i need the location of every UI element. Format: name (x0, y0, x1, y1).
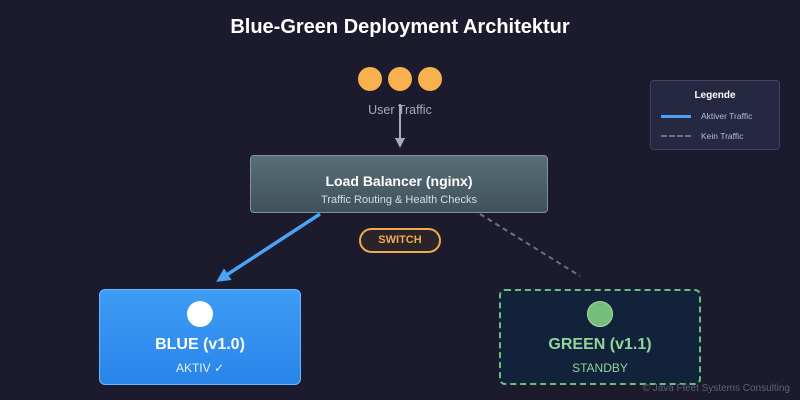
watermark: © Java Fleet Systems Consulting (642, 383, 790, 394)
load-balancer-node: Load Balancer (nginx) Traffic Routing & … (250, 155, 548, 213)
legend-inactive-label: Kein Traffic (701, 131, 744, 141)
blue-status-icon (187, 301, 213, 327)
user-icon (358, 67, 382, 91)
legend-inactive-line-icon (661, 135, 691, 137)
user-icon (418, 67, 442, 91)
load-balancer-title: Load Balancer (nginx) (325, 173, 473, 189)
legend-active-line-icon (661, 115, 691, 118)
switch-button[interactable]: SWITCH (359, 228, 441, 253)
green-environment-status: STANDBY (572, 361, 628, 375)
legend-title: Legende (694, 90, 736, 101)
green-status-icon (587, 301, 613, 327)
active-traffic-arrow (216, 212, 321, 282)
blue-environment-node: BLUE (v1.0) AKTIV ✓ (99, 289, 301, 385)
blue-environment-status: AKTIV ✓ (175, 361, 225, 375)
blue-environment-title: BLUE (v1.0) (155, 336, 245, 353)
inactive-traffic-line (479, 213, 581, 277)
user-traffic-label: User Traffic (368, 103, 432, 117)
legend: Legende Aktiver Traffic Kein Traffic (650, 80, 780, 150)
page-title: Blue-Green Deployment Architektur (230, 16, 570, 38)
green-environment-node: GREEN (v1.1) STANDBY (499, 289, 701, 385)
user-icon (388, 67, 412, 91)
load-balancer-subtitle: Traffic Routing & Health Checks (321, 194, 477, 206)
user-traffic-group (357, 67, 443, 93)
green-environment-title: GREEN (v1.1) (548, 336, 652, 353)
legend-active-label: Aktiver Traffic (701, 111, 753, 121)
